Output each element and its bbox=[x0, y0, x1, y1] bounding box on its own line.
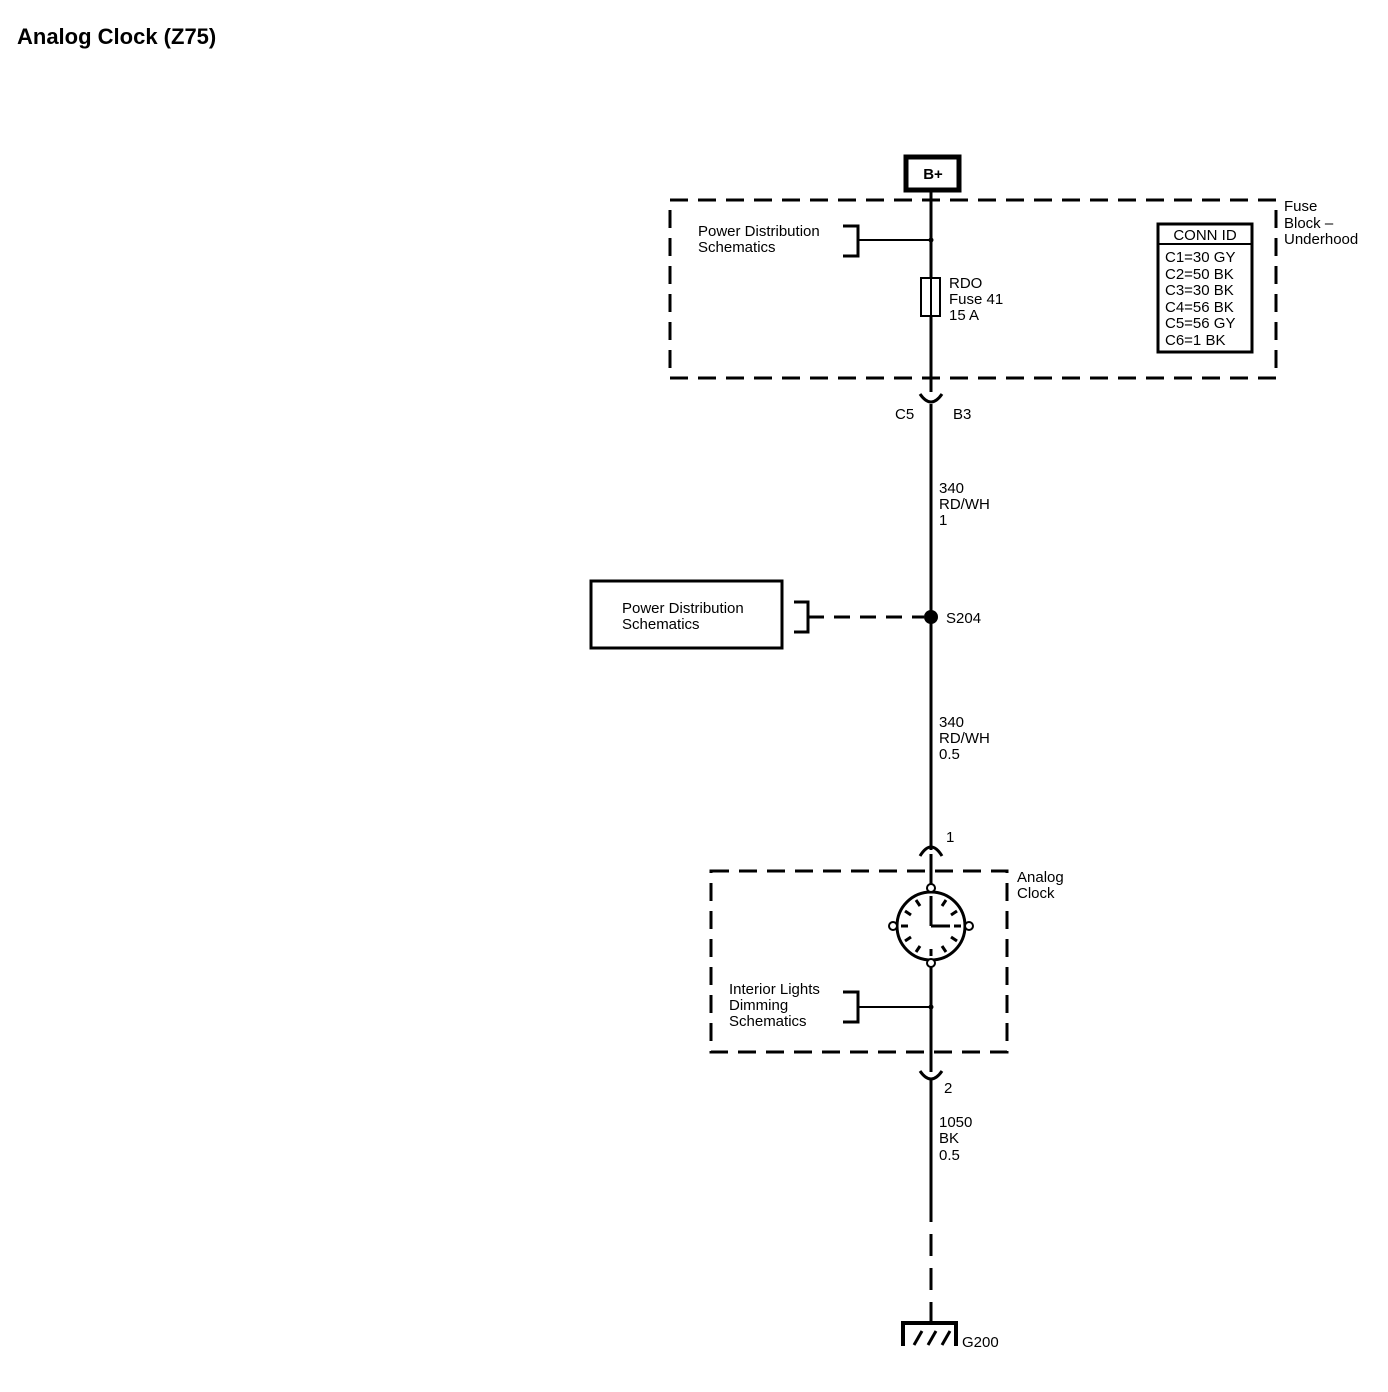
battery-label: B+ bbox=[923, 166, 943, 183]
clock-connector-pin-1: 1 bbox=[918, 829, 954, 857]
svg-text:B3: B3 bbox=[953, 406, 971, 423]
page-title: Analog Clock (Z75) bbox=[17, 24, 216, 49]
connector-c5: C5 B3 bbox=[895, 393, 971, 423]
power-distribution-ref-1: Power Distribution Schematics bbox=[698, 223, 934, 258]
ground-icon: G200 bbox=[901, 1321, 999, 1351]
fuse-label: RDO Fuse 41 15 A bbox=[949, 275, 1007, 324]
fuse-symbol bbox=[920, 277, 941, 317]
conn-id-header: CONN ID bbox=[1173, 227, 1237, 244]
ground-label: G200 bbox=[962, 1334, 999, 1351]
battery-source: B+ bbox=[903, 154, 962, 193]
power-distribution-ref-2: Power Distribution Schematics bbox=[589, 579, 924, 650]
interior-lights-dimming-ref: Interior Lights Dimming Schematics bbox=[729, 981, 934, 1030]
svg-text:C5: C5 bbox=[895, 406, 914, 423]
splice-s204: S204 bbox=[924, 610, 981, 627]
svg-text:Power Distribution Schem: Power Distribution Schematics bbox=[622, 600, 748, 633]
svg-text:S204: S204 bbox=[946, 610, 981, 627]
conn-id-entries: C1=30 GY C2=50 BK C3=30 BK C4=56 BK C5=5… bbox=[1165, 249, 1239, 349]
wire-lower-label: 1050 BK 0.5 bbox=[939, 1114, 977, 1164]
svg-text:1: 1 bbox=[946, 829, 954, 846]
svg-text:2: 2 bbox=[944, 1080, 952, 1097]
wire-upper-label: 340 RD/WH 1 bbox=[939, 480, 994, 529]
conn-id-table: CONN ID C1=30 GY C2=50 BK C3=30 BK C4=56… bbox=[1156, 222, 1254, 354]
clock-icon bbox=[888, 883, 974, 968]
analog-clock-outline bbox=[709, 869, 1009, 1054]
wire-middle-label: 340 RD/WH 0.5 bbox=[939, 714, 994, 763]
clock-connector-pin-2: 2 bbox=[918, 1070, 952, 1097]
analog-clock-label: Analog Clock bbox=[1017, 869, 1068, 902]
svg-text:Interior Lights Dimming: Interior Lights Dimming Schematics bbox=[729, 981, 824, 1030]
svg-text:Power Distribution Schem: Power Distribution Schematics bbox=[698, 223, 824, 256]
fuse-block-label: Fuse Block – Underhood bbox=[1284, 198, 1358, 248]
